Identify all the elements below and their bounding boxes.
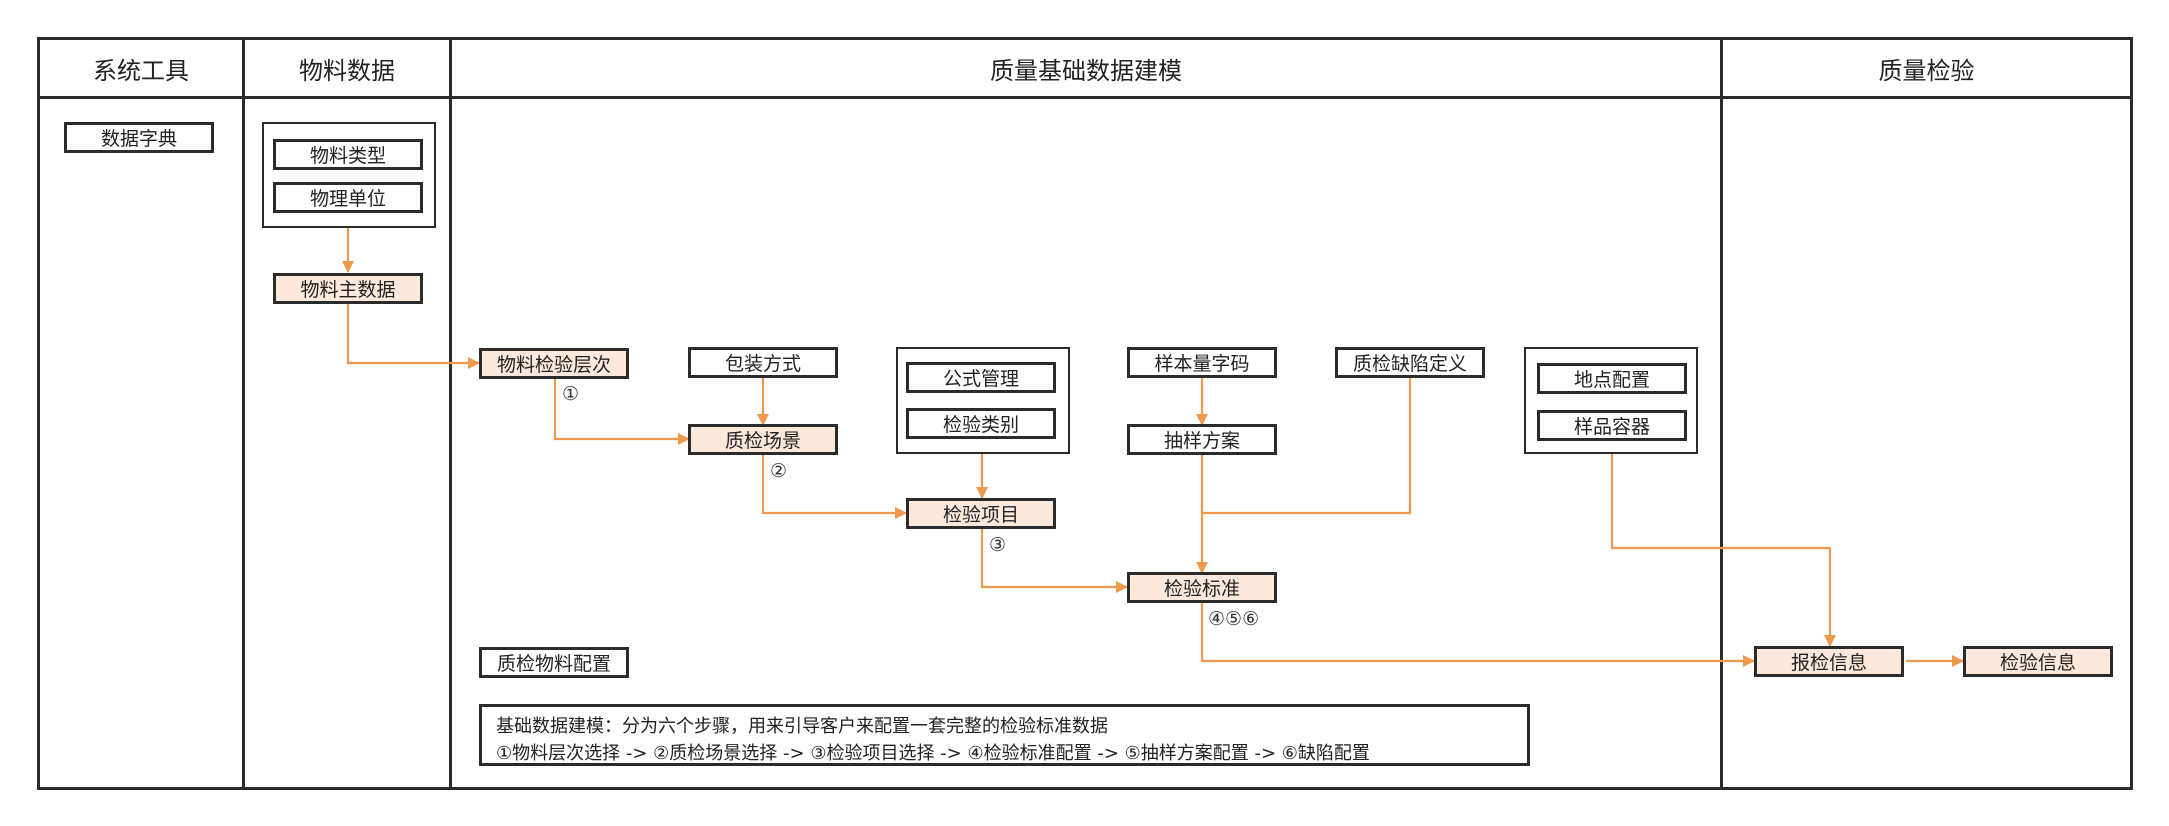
node-inspection-standard[interactable]: 检验标准 (1127, 572, 1277, 603)
node-inspection-info[interactable]: 检验信息 (1963, 646, 2113, 677)
arrow-master-to-level (346, 303, 480, 369)
step-marker-3: ③ (989, 534, 1007, 556)
node-qc-scenario[interactable]: 质检场景 (688, 424, 838, 455)
node-physical-unit[interactable]: 物理单位 (273, 182, 423, 213)
arrow-standard-to-report (1200, 603, 1755, 667)
node-defect-definition[interactable]: 质检缺陷定义 (1335, 347, 1485, 378)
step-marker-2: ② (770, 460, 788, 482)
lane-divider (449, 37, 452, 790)
node-qc-material-config[interactable]: 质检物料配置 (479, 647, 629, 678)
node-sample-size-code[interactable]: 样本量字码 (1127, 347, 1277, 378)
lane-title-system-tools: 系统工具 (93, 56, 189, 85)
diagram-frame (37, 37, 2133, 790)
lane-title-quality-modeling: 质量基础数据建模 (990, 56, 1182, 85)
lane-title-material-data: 物料数据 (299, 56, 395, 85)
modeling-note: 基础数据建模：分为六个步骤，用来引导客户来配置一套完整的检验标准数据 ①物料层次… (479, 704, 1530, 766)
header-divider (37, 96, 2133, 99)
node-inspection-category[interactable]: 检验类别 (906, 408, 1056, 439)
note-line-2: ①物料层次选择 -> ②质检场景选择 -> ③检验项目选择 -> ④检验标准配置… (496, 743, 1370, 764)
node-formula-management[interactable]: 公式管理 (906, 362, 1056, 393)
node-inspection-report[interactable]: 报检信息 (1754, 646, 1904, 677)
lane-divider (242, 37, 245, 790)
node-sampling-plan[interactable]: 抽样方案 (1127, 424, 1277, 455)
arrow-item-to-standard (980, 528, 1128, 593)
step-marker-456: ④⑤⑥ (1208, 608, 1260, 630)
step-marker-1: ① (562, 383, 580, 405)
node-material-inspection-level[interactable]: 物料检验层次 (479, 348, 629, 379)
node-location-config[interactable]: 地点配置 (1537, 363, 1687, 394)
arrow-scenario-to-item (761, 454, 907, 519)
lane-divider (1720, 37, 1723, 790)
arrow-level-to-scenario (553, 378, 690, 445)
node-material-master[interactable]: 物料主数据 (273, 273, 423, 304)
node-packaging-method[interactable]: 包装方式 (688, 347, 838, 378)
node-data-dictionary[interactable]: 数据字典 (64, 122, 214, 153)
node-inspection-item[interactable]: 检验项目 (906, 498, 1056, 529)
note-line-1: 基础数据建模：分为六个步骤，用来引导客户来配置一套完整的检验标准数据 (496, 716, 1108, 737)
lane-title-quality-inspection: 质量检验 (1878, 56, 1975, 85)
arrow-defect-to-standard (1202, 377, 1412, 515)
node-sample-container[interactable]: 样品容器 (1537, 410, 1687, 441)
node-material-type[interactable]: 物料类型 (273, 139, 423, 170)
arrow-location-to-report (1610, 454, 1836, 647)
